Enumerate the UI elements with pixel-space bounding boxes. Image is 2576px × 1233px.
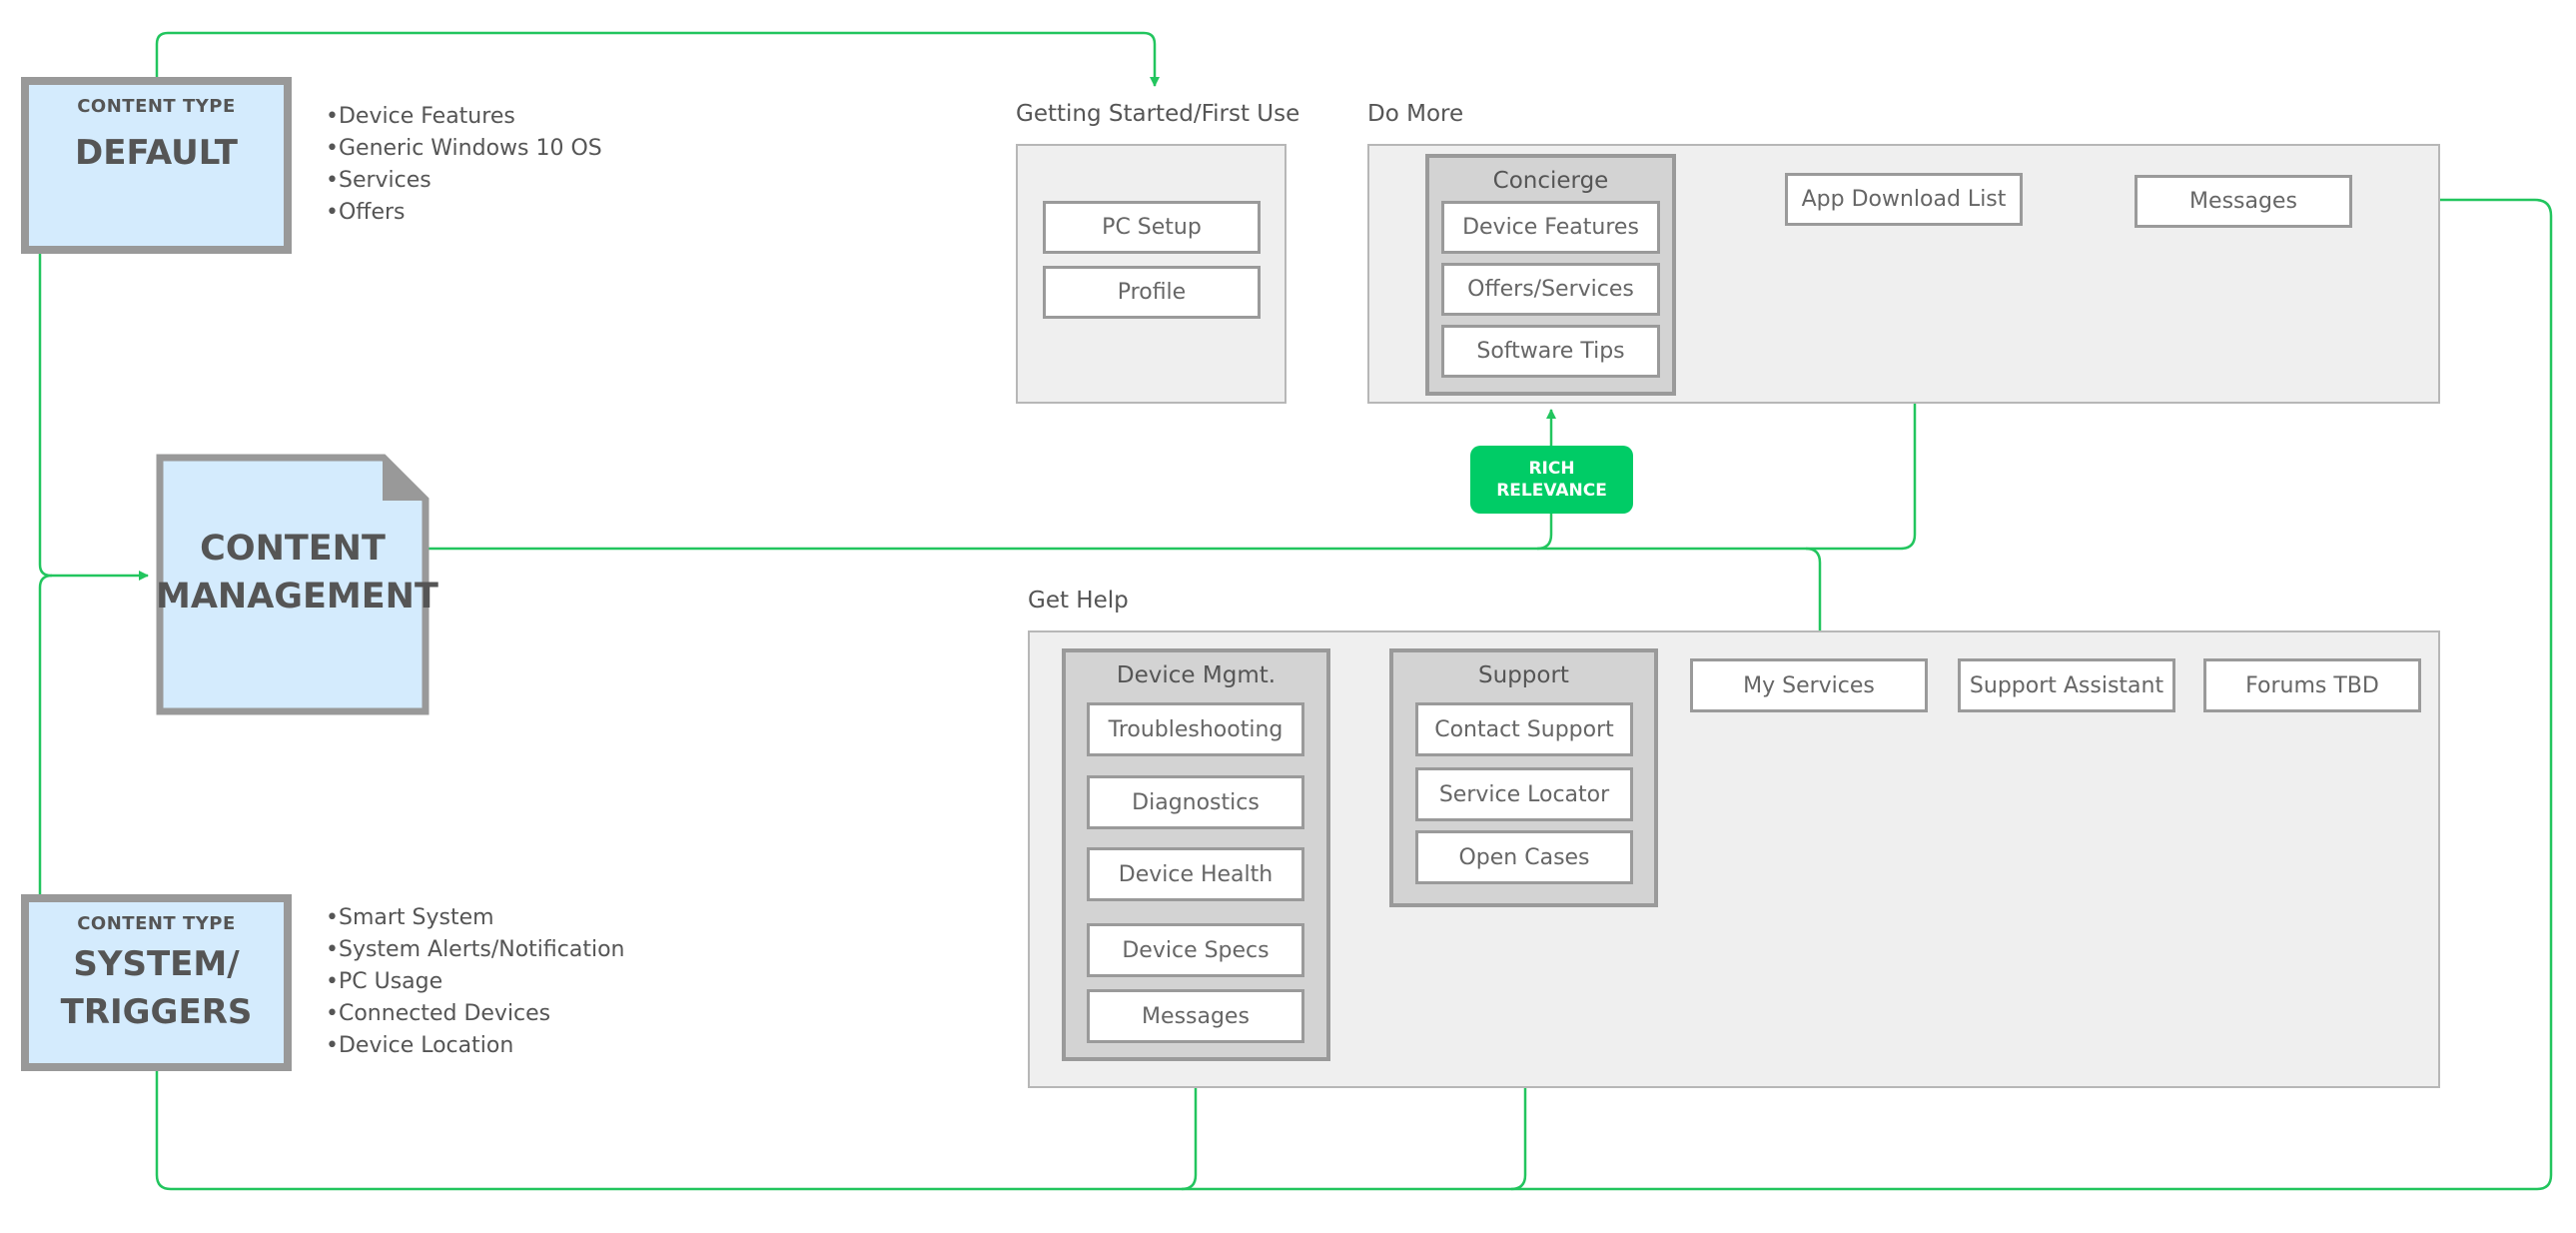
contact-support-button[interactable]: Contact Support [1415,702,1633,756]
app-download-list-button[interactable]: App Download List [1785,173,2023,226]
rich-relevance-line1: RICH [1528,459,1575,479]
concierge-title: Concierge [1492,168,1609,194]
profile-button[interactable]: Profile [1043,266,1261,319]
concierge-offers-services-button[interactable]: Offers/Services [1441,263,1660,316]
content-management-line2: MANAGEMENT [156,577,438,616]
list-item: Offers [326,197,645,229]
connector-to-my-services [1805,547,1825,658]
default-bullet-list: Device Features Generic Windows 10 OS Se… [326,101,645,229]
device-specs-button[interactable]: Device Specs [1087,923,1304,977]
system-bullet-list: Smart System System Alerts/Notification … [326,902,665,1062]
rich-relevance-badge: RICH RELEVANCE [1470,446,1633,514]
content-management-label: CONTENT MANAGEMENT [156,525,438,620]
content-type-system-box: CONTENT TYPE SYSTEM/ TRIGGERS [21,894,292,1071]
my-services-button[interactable]: My Services [1690,658,1928,712]
rich-relevance-line2: RELEVANCE [1496,481,1607,501]
concierge-device-features-button[interactable]: Device Features [1441,201,1660,254]
content-management-line1: CONTENT [200,529,386,569]
list-item: Device Features [326,101,645,133]
content-management-document [156,454,429,715]
getting-started-title: Getting Started/First Use [1016,101,1300,127]
connector-system-to-content-mgmt [38,574,53,894]
connector-to-messages [1511,195,2553,1191]
content-type-title-line2: TRIGGERS [60,992,253,1032]
connector-rich-bottom [1536,513,1553,551]
concierge-software-tips-button[interactable]: Software Tips [1441,325,1660,378]
connector-system-bottom [155,1069,1201,1191]
list-item: Connected Devices [326,998,665,1030]
connector-default-to-getting-started [155,31,1160,87]
connector-content-mgmt-to-app-download [428,235,1920,551]
service-locator-button[interactable]: Service Locator [1415,767,1633,821]
list-item: System Alerts/Notification [326,934,665,966]
device-mgmt-messages-button[interactable]: Messages [1087,989,1304,1043]
pc-setup-button[interactable]: PC Setup [1043,201,1261,254]
diagnostics-button[interactable]: Diagnostics [1087,775,1304,829]
content-type-title-line1: SYSTEM/ [73,944,240,984]
device-health-button[interactable]: Device Health [1087,847,1304,901]
do-more-messages-button[interactable]: Messages [2135,175,2352,228]
connector-default-to-content-mgmt [38,254,149,581]
content-type-title: DEFAULT [75,133,238,173]
device-mgmt-title: Device Mgmt. [1116,662,1277,688]
get-help-title: Get Help [1028,588,1129,614]
list-item: Smart System [326,902,665,934]
list-item: Generic Windows 10 OS [326,133,645,165]
content-type-default-box: CONTENT TYPE DEFAULT [21,77,292,254]
open-cases-button[interactable]: Open Cases [1415,830,1633,884]
list-item: Services [326,165,645,197]
content-type-label: CONTENT TYPE [77,96,236,117]
forums-tbd-button[interactable]: Forums TBD [2203,658,2421,712]
content-type-label: CONTENT TYPE [77,913,236,934]
list-item: PC Usage [326,966,665,998]
do-more-title: Do More [1367,101,1464,127]
support-title: Support [1478,662,1569,688]
support-assistant-button[interactable]: Support Assistant [1958,658,2175,712]
troubleshooting-button[interactable]: Troubleshooting [1087,702,1304,756]
list-item: Device Location [326,1030,665,1062]
